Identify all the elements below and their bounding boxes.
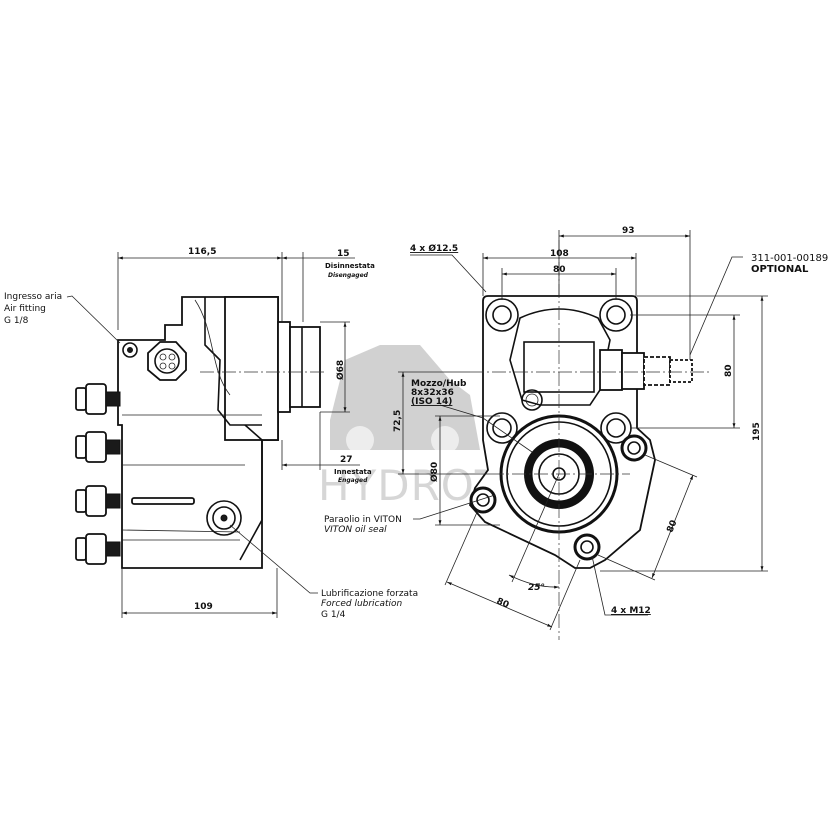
- threads-label: 4 x M12: [611, 606, 651, 616]
- oil-seal-label-it: Paraolio in VITON: [324, 515, 402, 525]
- dim-108: 108: [550, 249, 569, 259]
- lubrication-label-en: Forced lubrication: [321, 599, 403, 609]
- engaged-label-en: Engaged: [338, 477, 368, 484]
- dim-27: 27: [340, 455, 353, 465]
- dim-116-5: 116,5: [188, 247, 216, 257]
- dim-diameter-68: Ø68: [335, 360, 346, 380]
- dim-80-diag-right: 80: [666, 519, 680, 534]
- dim-diameter-80: Ø80: [429, 462, 440, 482]
- holes-label: 4 x Ø12.5: [410, 243, 458, 254]
- air-fitting-label-it: Ingresso aria: [4, 292, 62, 302]
- engaged-label-it: Innestata: [334, 468, 372, 476]
- option-code: 311-001-00189: [751, 253, 828, 264]
- air-fitting-label-en: Air fitting: [4, 304, 46, 314]
- disengaged-label-en: Disengaged: [328, 272, 369, 279]
- connector-icon: [147, 341, 187, 381]
- disengaged-label-it: Disinnestata: [325, 262, 375, 270]
- hub-spec: 8x32x36: [411, 388, 454, 398]
- hub-label: Mozzo/Hub: [411, 379, 467, 389]
- front-view: 93 108 80 80 195 72,5 Ø80 80 80 25° 4 x …: [324, 226, 828, 640]
- option-label: OPTIONAL: [751, 264, 809, 275]
- air-fitting-port: [122, 342, 138, 358]
- dim-80-right: 80: [724, 364, 734, 377]
- watermark-logo: HYDROTRUCK: [318, 345, 622, 510]
- pipe-fittings: [75, 383, 121, 565]
- side-view: 116,5 15 Disinnestata Disengaged Ø68 27 …: [4, 247, 418, 620]
- dim-195: 195: [752, 422, 762, 441]
- oil-seal-label-en: VITON oil seal: [324, 525, 387, 535]
- hub-standard: (ISO 14): [411, 397, 452, 407]
- air-fitting-thread: G 1/8: [4, 316, 29, 326]
- dim-80-diag-bottom: 80: [495, 597, 510, 611]
- optional-fitting: [621, 352, 693, 390]
- m12-bolts: [469, 434, 648, 561]
- lubrication-label-it: Lubrificazione forzata: [321, 589, 418, 599]
- lubrication-thread: G 1/4: [321, 610, 346, 620]
- dim-109: 109: [194, 602, 213, 612]
- dim-angle-25: 25°: [528, 583, 545, 593]
- dim-72-5: 72,5: [393, 410, 403, 432]
- dim-15: 15: [337, 249, 350, 259]
- lubrication-port: [206, 500, 242, 536]
- dim-93: 93: [622, 226, 635, 236]
- dim-80-top: 80: [553, 265, 566, 275]
